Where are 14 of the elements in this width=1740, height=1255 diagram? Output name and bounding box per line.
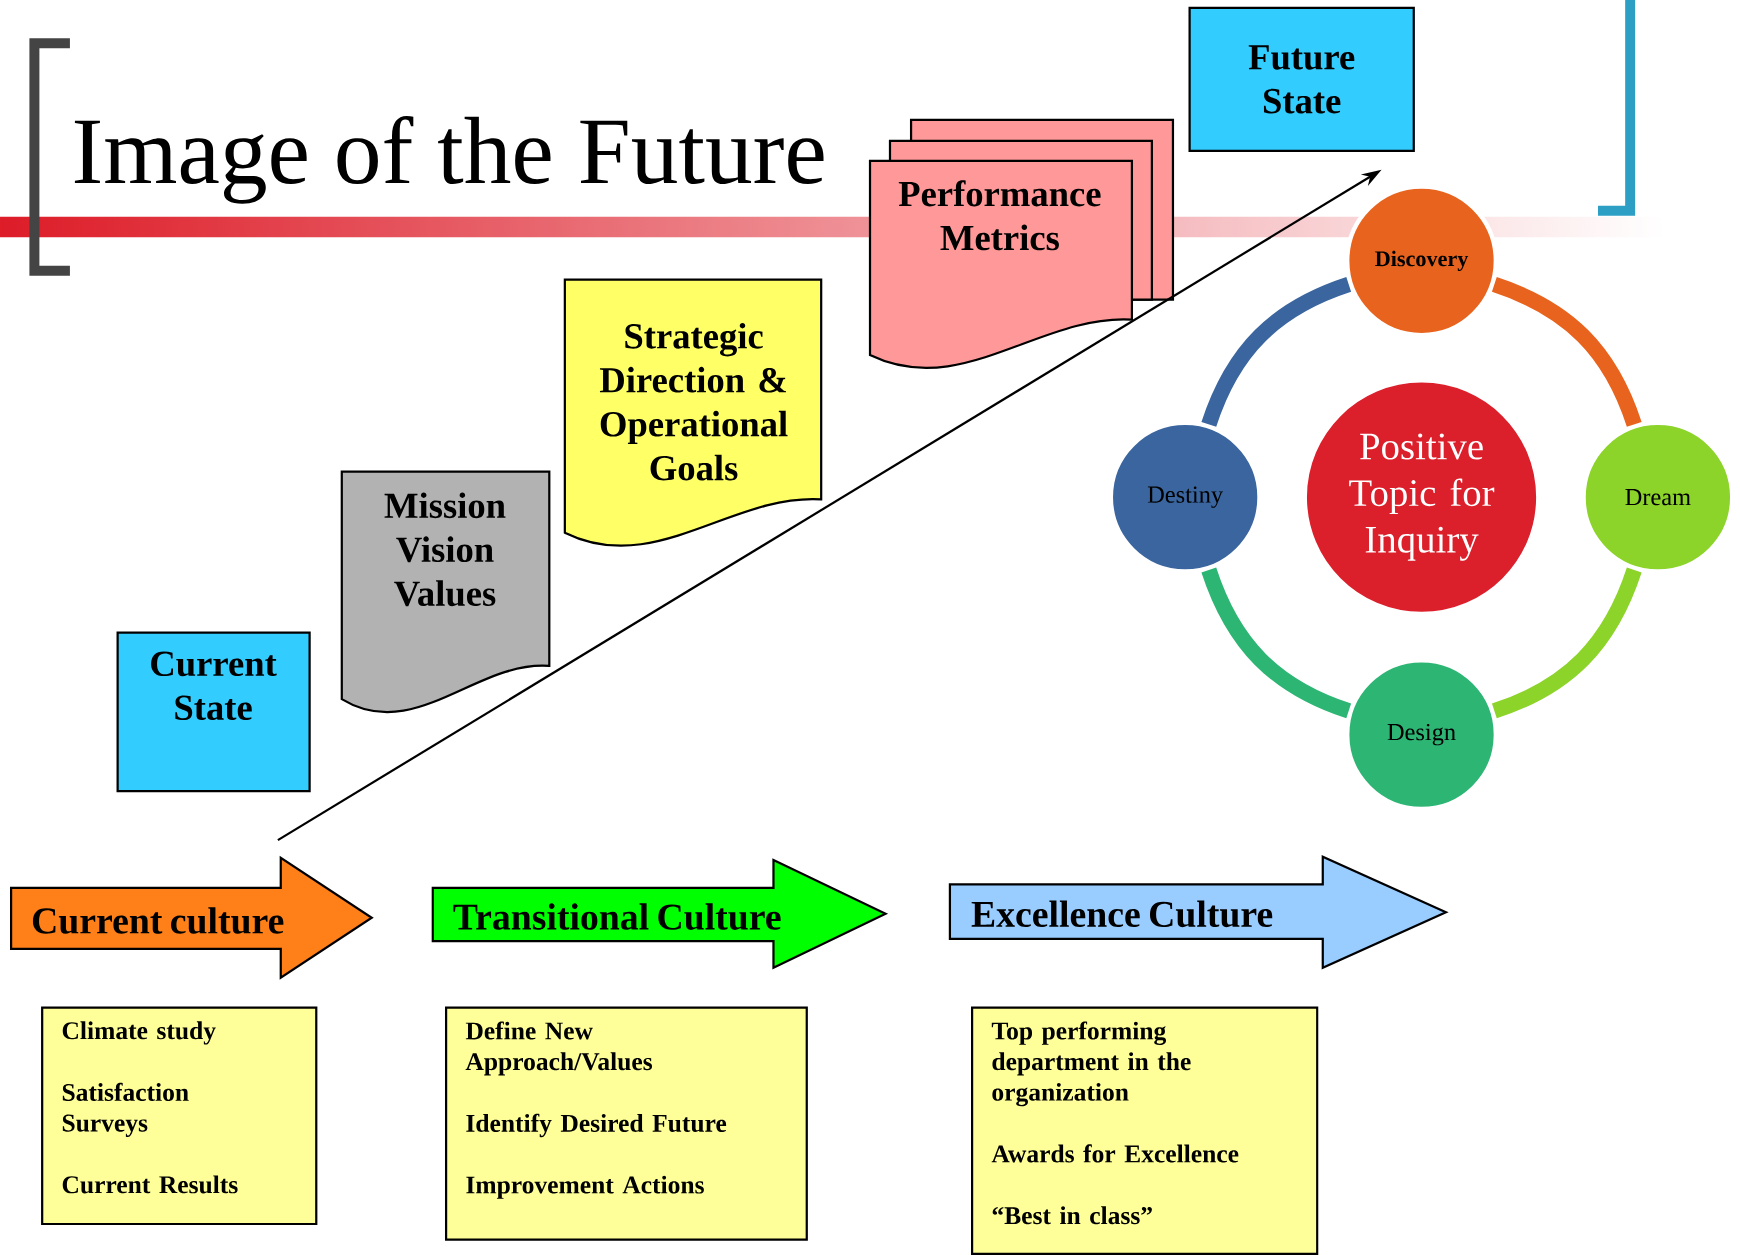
ring-arc <box>1201 277 1352 427</box>
note-box: Climate study Satisfaction Surveys Current Results <box>41 1006 318 1226</box>
note-box: Top performing department in the organization Awards for Excellence “Best in class” <box>971 1006 1319 1255</box>
state-box: Future State <box>1188 6 1415 152</box>
culture-banner: Excellence Culture <box>948 854 1449 970</box>
ring-arc <box>1491 567 1642 719</box>
state-box: Current State <box>116 631 311 793</box>
title: Image of the Future <box>74 115 824 204</box>
ring-arc <box>1491 277 1642 427</box>
culture-banner: Current culture <box>10 855 374 980</box>
ring-arc <box>1201 567 1352 719</box>
stacked-documents: Performance Metrics <box>868 118 1175 369</box>
culture-banner: Transitional Culture <box>431 858 889 970</box>
note-box: Define New Approach/Values Identify Desired Future Improvement Actions <box>445 1006 808 1241</box>
